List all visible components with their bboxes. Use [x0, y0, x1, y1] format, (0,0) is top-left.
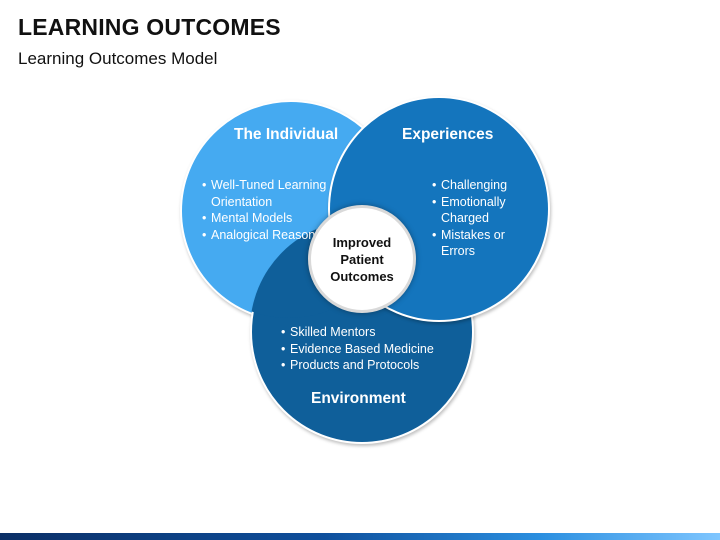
- footer-gradient-bar: [0, 533, 720, 540]
- environment-bullet: Products and Protocols: [281, 357, 461, 374]
- environment-bullets: Skilled Mentors Evidence Based Medicine …: [281, 324, 461, 374]
- environment-bullet: Skilled Mentors: [281, 324, 461, 341]
- experiences-bullet: Emotionally Charged: [432, 194, 528, 227]
- page-title: LEARNING OUTCOMES: [18, 14, 281, 40]
- individual-bullet: Analogical Reasoning: [202, 227, 342, 244]
- page-subtitle: Learning Outcomes Model: [18, 49, 218, 68]
- center-label-line: Outcomes: [330, 268, 394, 284]
- individual-bullet: Mental Models: [202, 210, 342, 227]
- center-label-line: Improved: [332, 234, 392, 250]
- individual-bullet: Well-Tuned Learning Orientation: [202, 177, 342, 210]
- center-circle: Improved Patient Outcomes: [308, 205, 416, 313]
- center-label-line: Patient: [340, 251, 384, 267]
- environment-bullet: Evidence Based Medicine: [281, 341, 461, 358]
- experiences-bullets: Challenging Emotionally Charged Mistakes…: [432, 177, 528, 260]
- individual-heading: The Individual: [234, 126, 339, 143]
- environment-heading: Environment: [311, 390, 406, 407]
- center-label: Improved Patient Outcomes: [322, 234, 402, 285]
- individual-bullets: Well-Tuned Learning Orientation Mental M…: [202, 177, 342, 243]
- experiences-bullet: Challenging: [432, 177, 528, 194]
- experiences-heading: Experiences: [402, 126, 494, 143]
- experiences-bullet: Mistakes or Errors: [432, 227, 528, 260]
